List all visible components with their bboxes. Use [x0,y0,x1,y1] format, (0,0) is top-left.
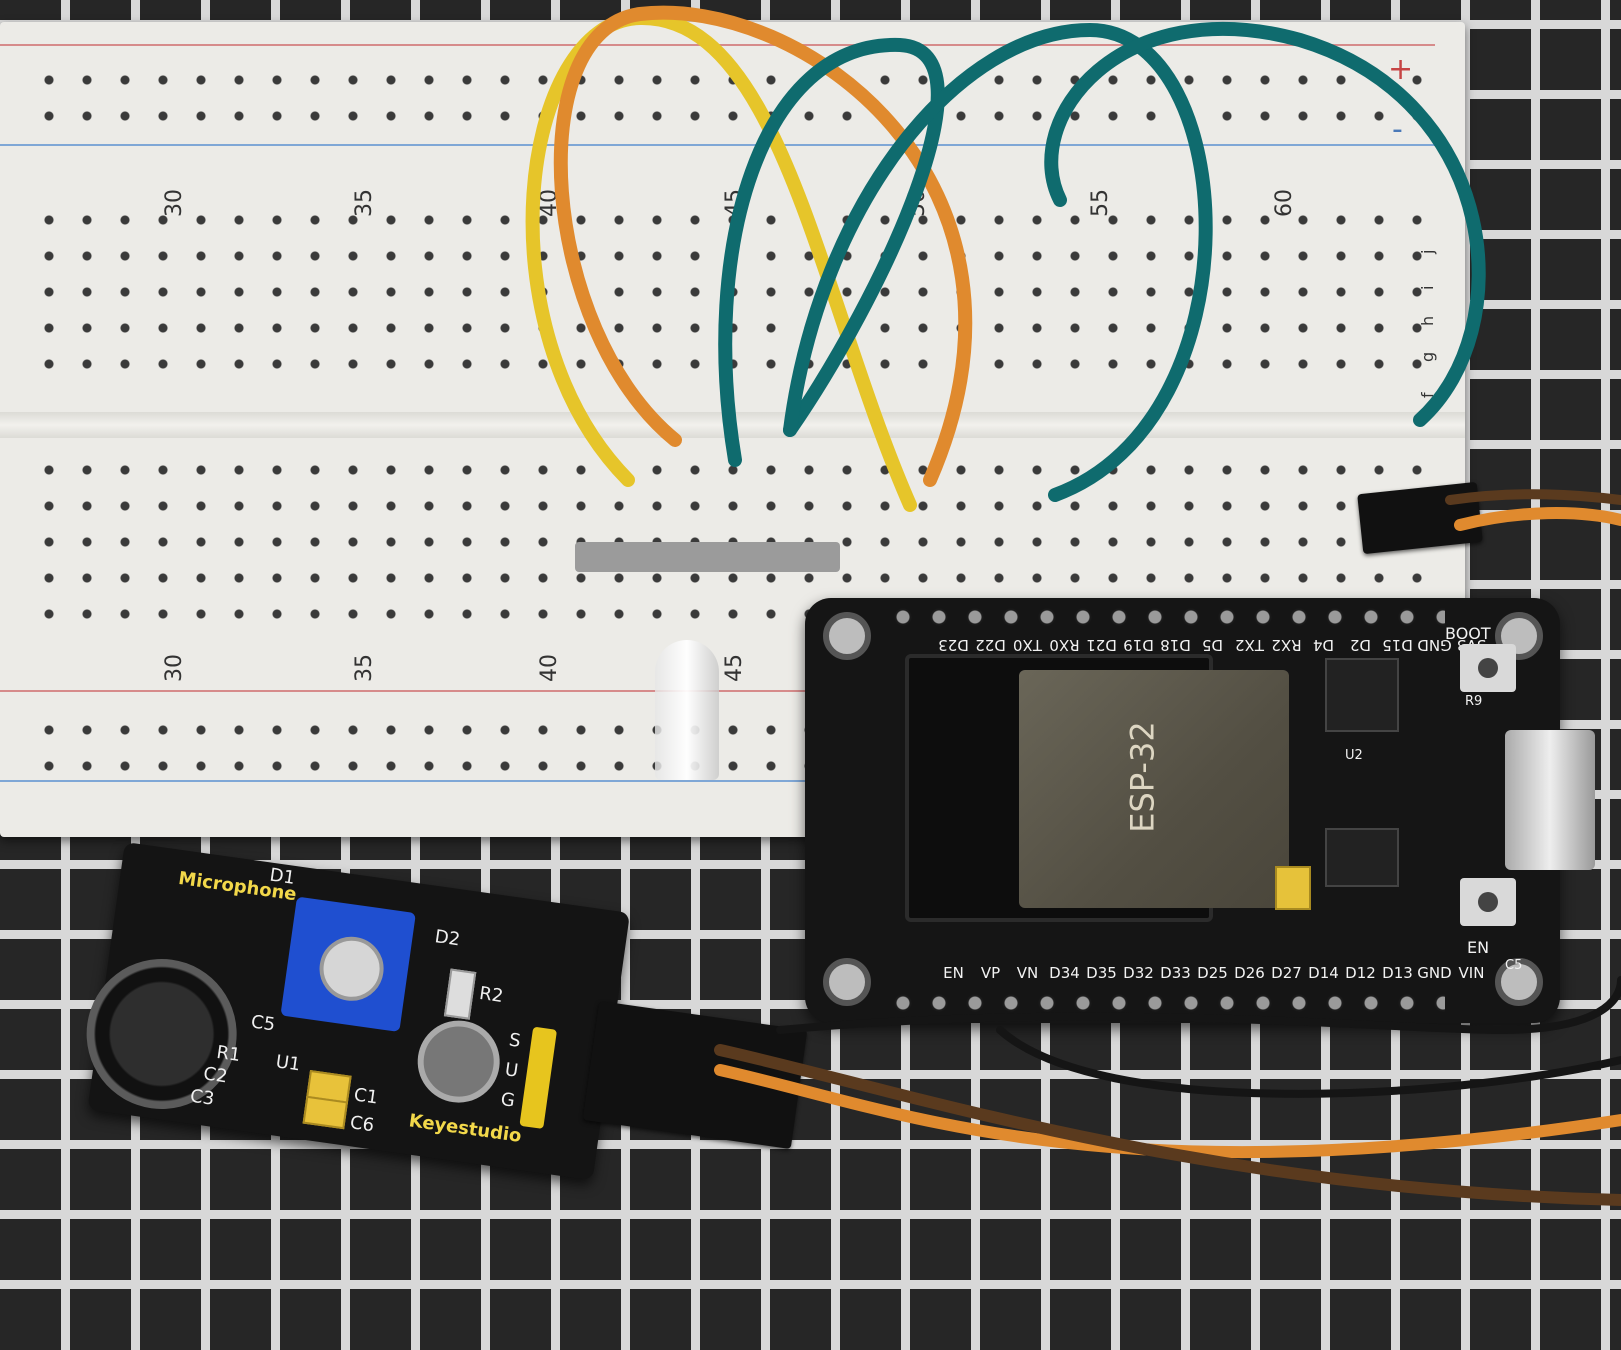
wire-brown [1445,489,1621,505]
rgb-led [655,640,719,780]
pin-label: D26 [1234,964,1265,982]
wire-brown [714,1044,1621,1206]
pin-label: VN [1016,964,1039,982]
esp32-wroom-module: ESP-32 [905,654,1289,922]
boot-button[interactable] [1460,644,1516,692]
mount-hole [823,612,871,660]
module-shield [1019,670,1289,908]
pin-label: D35 [1086,964,1117,982]
mount-hole [823,958,871,1006]
wire-orange [1454,507,1621,531]
part-label: R9 [1465,694,1483,709]
wire-teal [783,22,1213,502]
usb-uart-chip [1325,658,1399,732]
part-label: U2 [1345,748,1363,763]
pin-label: D14 [1308,964,1339,982]
en-button[interactable] [1460,878,1516,926]
led-pin-header [575,542,840,572]
header-pins-bottom [885,992,1445,1014]
pin-label: D27 [1271,964,1302,982]
en-label: EN [1467,938,1490,957]
header-pins-top [885,606,1445,628]
rail-line-blue-bottom [0,780,1435,782]
wire-orange [553,5,972,487]
pin-labels-bottom: VIN GND D13 D12 D14 D27 D26 D25 D33 D32 … [890,964,1490,982]
pin-label: EN [943,964,964,982]
tantalum-capacitor [1275,866,1311,910]
part-label: C5 [1505,958,1523,973]
wire-teal [1044,21,1486,427]
esp32-board: 3V3 GND D15 D2 D4 RX2 TX2 D5 D18 D19 D21… [805,598,1595,1023]
boot-label: BOOT [1445,624,1491,643]
wire-black [996,1026,1621,1098]
pin-label: D25 [1197,964,1228,982]
pin-label: D34 [1049,964,1080,982]
wire-teal [718,37,945,467]
wire-black [776,976,1621,1035]
pin-label: VIN [1458,964,1485,982]
pin-label: D13 [1382,964,1413,982]
rail-mark-minus: - [1392,112,1403,147]
pin-label: D32 [1123,964,1154,982]
pin-label: D12 [1345,964,1376,982]
pin-label: D33 [1160,964,1191,982]
mount-hole [1495,958,1543,1006]
rail-line-blue-top [0,144,1435,146]
regulator-chip [1325,828,1399,887]
wire-orange [714,1064,1621,1159]
pin-label: VP [980,964,1001,982]
pin-label: GND [1417,964,1452,982]
usb-c-port[interactable] [1505,730,1595,870]
